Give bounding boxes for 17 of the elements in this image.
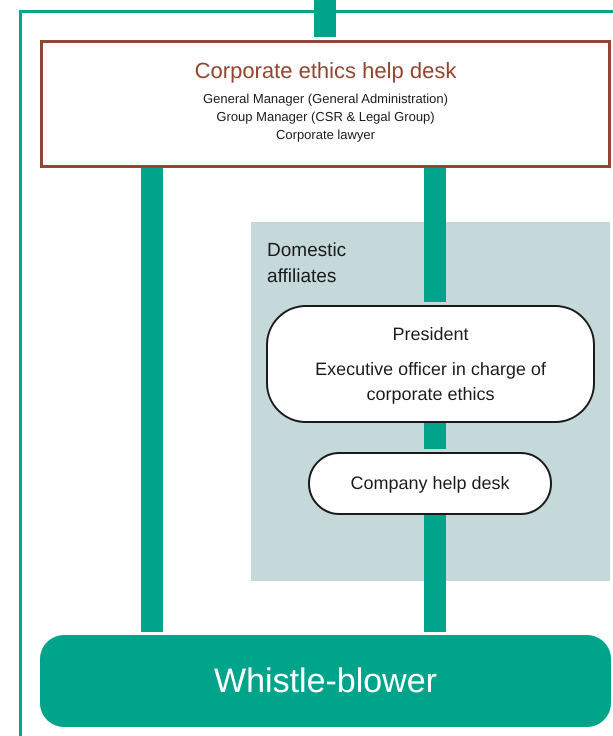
help-desk-box — [40, 40, 611, 168]
rounded-box — [266, 305, 595, 423]
group-label: Domestic affiliates — [267, 239, 348, 289]
member-text: General Manager (General Administration) — [203, 90, 448, 108]
connector-bar — [314, 0, 336, 37]
outer-frame — [19, 10, 613, 736]
whistle-blower-box — [40, 635, 611, 727]
member-text: Corporate lawyer — [276, 126, 375, 144]
box-label: Executive officer in charge of corporate ethics — [314, 358, 547, 406]
connector-bar — [424, 512, 446, 632]
box-label: President — [392, 322, 469, 346]
box-label: Whistle-blower — [214, 662, 437, 700]
desk-heading: Corporate ethics help desk — [194, 58, 456, 84]
affiliates-panel — [251, 222, 610, 581]
connector-bar — [424, 420, 446, 449]
box-label: Company help desk — [350, 472, 510, 495]
member-text: Group Manager (CSR & Legal Group) — [216, 108, 435, 126]
